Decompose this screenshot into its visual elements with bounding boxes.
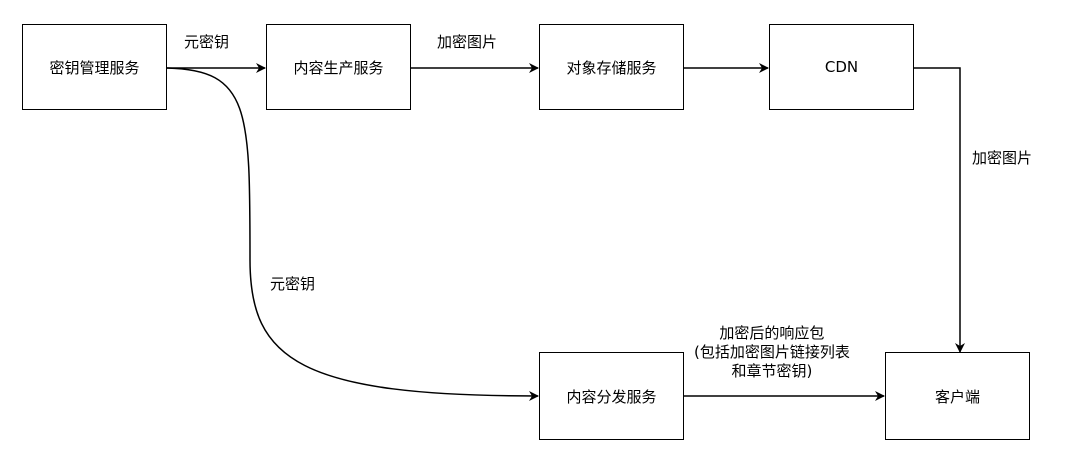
- content-production-service-node[interactable]: 内容生产服务: [266, 24, 411, 110]
- edge-label-dist-to-client: 加密后的响应包 (包括加密图片链接列表 和章节密钥): [694, 324, 850, 381]
- cdn-node[interactable]: CDN: [769, 24, 914, 110]
- edge-label-line-1: 加密后的响应包: [719, 324, 825, 342]
- client-node[interactable]: 客户端: [885, 352, 1030, 440]
- key-management-service-node[interactable]: 密钥管理服务: [22, 24, 167, 110]
- edge-label-line-3: 和章节密钥): [731, 362, 813, 380]
- edge-label-cdn-to-client: 加密图片: [972, 149, 1033, 167]
- edge-label-key-to-prod: 元密钥: [184, 33, 230, 51]
- edge-label-key-to-dist: 元密钥: [270, 275, 316, 293]
- content-distribution-service-node[interactable]: 内容分发服务: [539, 352, 684, 440]
- edge-label-prod-to-storage: 加密图片: [437, 33, 498, 51]
- edge-key-to-dist: [166, 67, 539, 401]
- edge-cdn-to-client: [914, 67, 965, 353]
- object-storage-service-node[interactable]: 对象存储服务: [539, 24, 684, 110]
- edge-label-line-2: (包括加密图片链接列表: [694, 343, 850, 361]
